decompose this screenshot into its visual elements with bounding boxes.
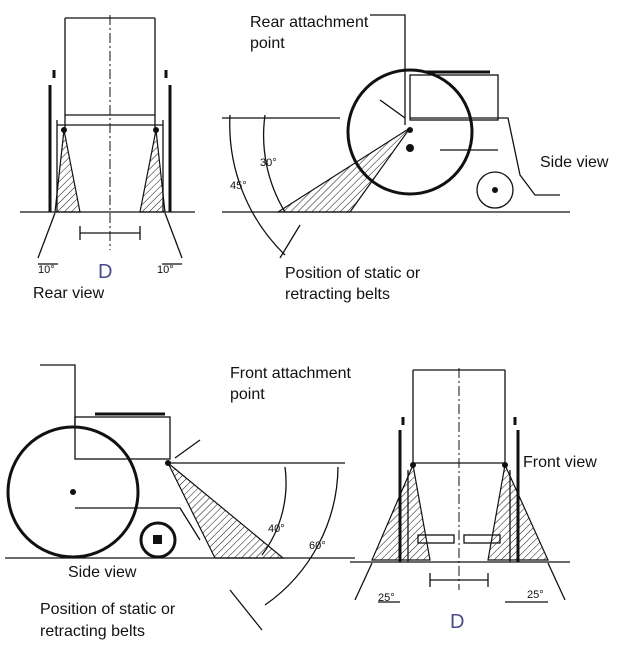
front-belts-caption-line1: Position of static or <box>40 601 176 618</box>
rear-wheel-hub <box>406 144 414 152</box>
rear-right-angle-label: 10° <box>157 264 174 276</box>
front-left-angle-label: 25° <box>378 592 395 604</box>
rear-left-angle-label: 10° <box>38 264 55 276</box>
rear-right-attachment-point <box>153 127 159 133</box>
rear-side-view-label: Side view <box>540 154 609 171</box>
front-small-caster <box>139 521 177 559</box>
front-right-angle-label: 25° <box>527 589 544 601</box>
front-wheel-hub <box>70 489 76 495</box>
front-angle-60-label: 60° <box>309 540 326 552</box>
front-large-wheel <box>6 425 140 559</box>
front-left-belt-zone <box>371 462 431 561</box>
front-attachment-label-line2: point <box>230 386 265 403</box>
rear-belts-caption-line1: Position of static or <box>285 265 421 282</box>
rear-dimension-label: D <box>98 261 112 283</box>
rear-right-belt-zone <box>139 129 166 213</box>
front-belts-caption-line2: retracting belts <box>40 623 145 640</box>
rear-attachment-label-line1: Rear attachment <box>250 14 369 31</box>
rear-angle-30-label: 30° <box>260 157 277 169</box>
front-dimension-label: D <box>450 611 464 633</box>
front-view-label: Front view <box>523 454 597 471</box>
front-view-figure <box>350 368 570 603</box>
front-right-belt-zone <box>487 462 549 561</box>
front-right-attachment-point <box>502 462 508 468</box>
rear-belt-zone <box>275 127 411 213</box>
rear-left-belt-zone <box>54 129 81 213</box>
rear-belts-caption-line2: retracting belts <box>285 286 390 303</box>
front-side-view-label: Side view <box>68 564 137 581</box>
side-view-front-figure <box>5 364 355 631</box>
rear-angle-45-label: 45° <box>230 180 247 192</box>
front-angle-40-label: 40° <box>268 523 285 535</box>
front-attachment-label-line1: Front attachment <box>230 365 352 382</box>
front-left-attachment-point <box>410 462 416 468</box>
rear-small-caster <box>476 171 514 209</box>
rear-view-caption: Rear view <box>33 285 105 302</box>
rear-attachment-label-line2: point <box>250 35 285 52</box>
rear-view-figure <box>20 15 195 265</box>
front-belt-zone <box>167 462 285 559</box>
rear-large-wheel <box>346 68 474 196</box>
rear-left-attachment-point <box>61 127 67 133</box>
side-view-rear-figure <box>222 14 570 259</box>
